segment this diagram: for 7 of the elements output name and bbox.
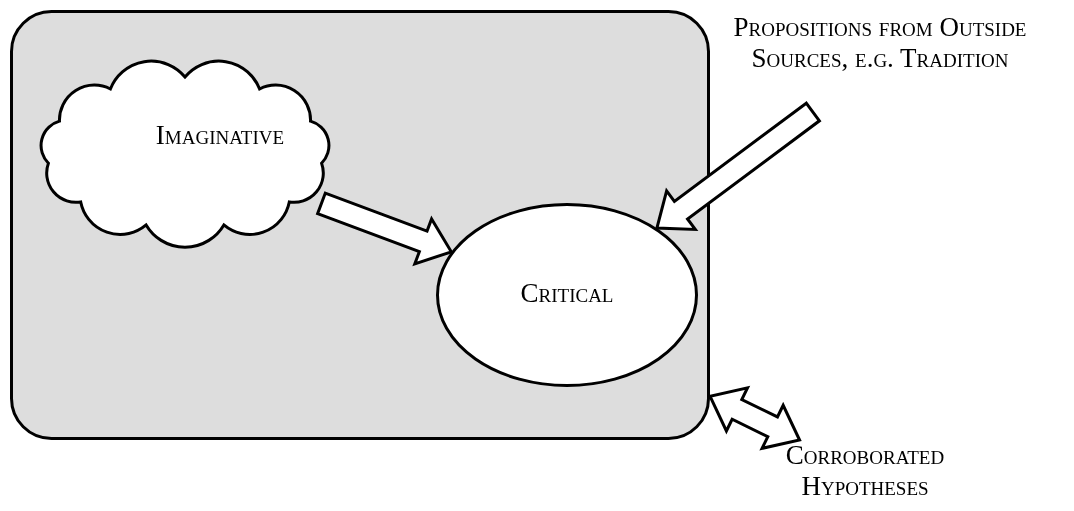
block-arrow <box>654 101 822 232</box>
node-label: Critical <box>519 278 615 310</box>
node-label: Imaginative <box>154 120 286 152</box>
label-text: Corroborated Hypotheses <box>784 440 946 503</box>
label-text: Propositions from Outside Sources, e.g. Tradition <box>732 12 1028 75</box>
block-arrow <box>315 191 454 267</box>
double-block-arrow <box>707 385 802 451</box>
